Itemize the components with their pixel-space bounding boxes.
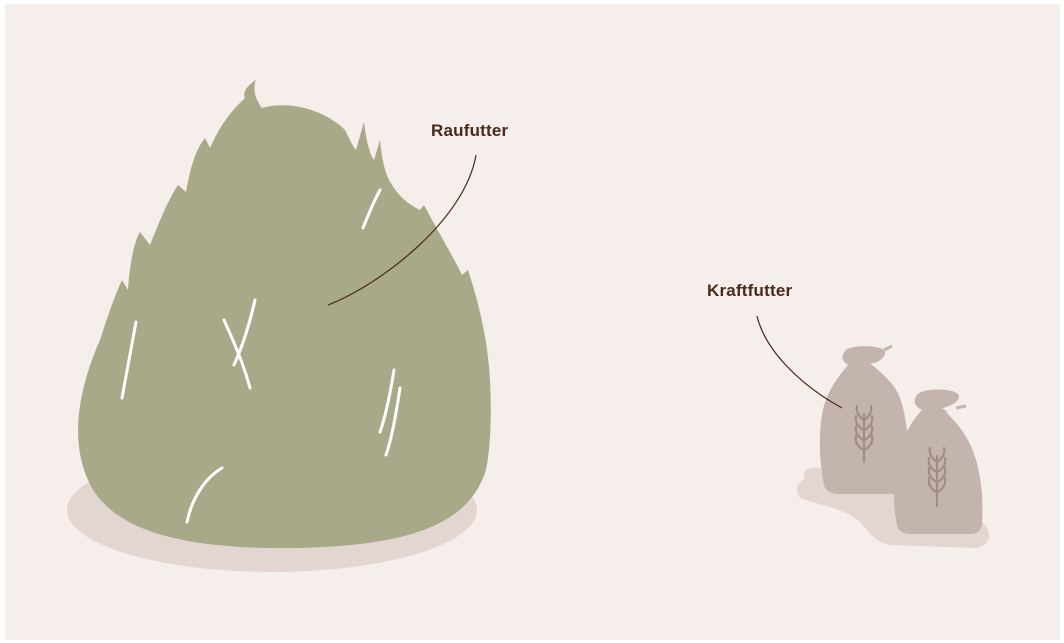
hay-pile-icon <box>67 80 491 572</box>
concentrate-label: Kraftfutter <box>707 281 792 301</box>
hay-body <box>78 80 491 548</box>
feed-sack-icon <box>894 390 983 535</box>
feed-sacks <box>797 346 989 548</box>
roughage-label: Raufutter <box>431 121 508 141</box>
sack-neck-front <box>915 390 959 415</box>
